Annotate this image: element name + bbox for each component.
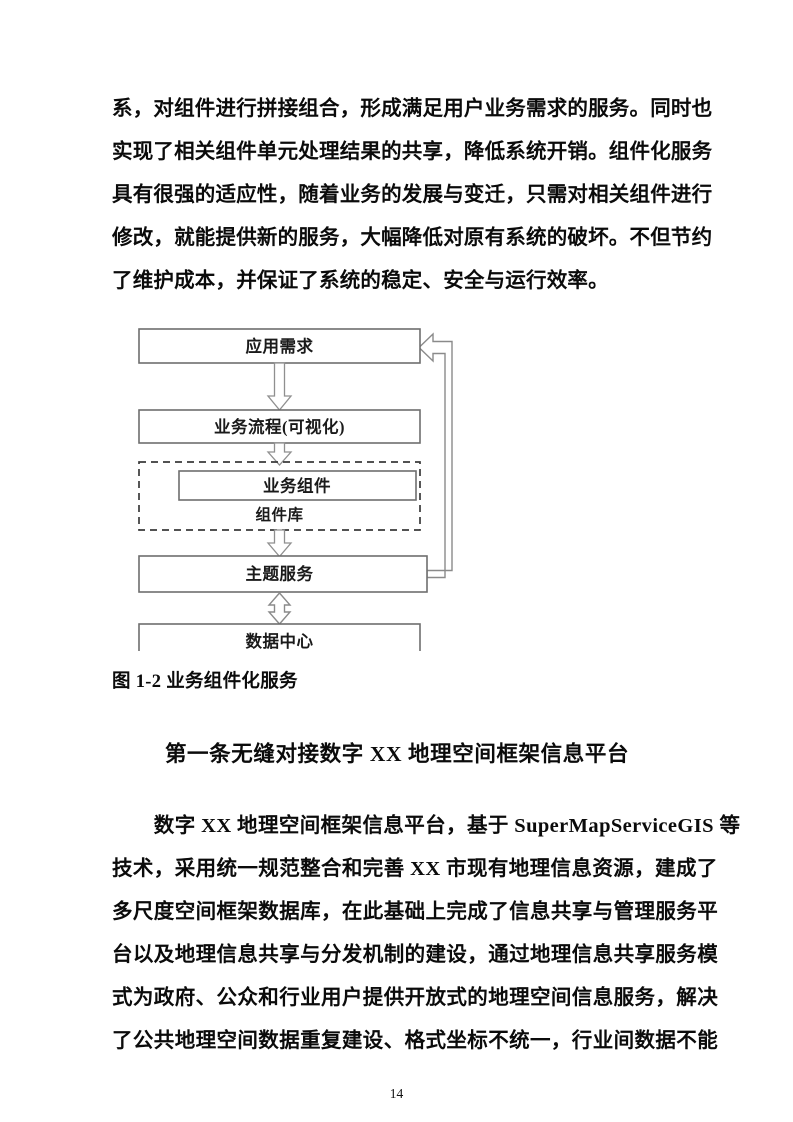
arrow-library-to-service <box>266 529 293 558</box>
paragraph-line: 实现了相关组件单元处理结果的共享，降低系统开销。组件化服务 <box>112 141 713 163</box>
page-number: 14 <box>389 1086 404 1101</box>
node-label: 组件库 <box>255 505 303 524</box>
node-label: 主题服务 <box>246 564 314 584</box>
paragraph-line: 了维护成本，并保证了系统的稳定、安全与运行效率。 <box>112 270 609 292</box>
node-label: 数据中心 <box>246 631 314 651</box>
paragraph-line: 技术，采用统一规范整合和完善 XX 市现有地理信息资源，建成了 <box>112 858 718 880</box>
paragraph-line: 多尺度空间框架数据库，在此基础上完成了信息共享与管理服务平 <box>112 901 719 923</box>
node-business-component: 业务组件 <box>178 470 417 501</box>
paragraph-line: 系，对组件进行拼接组合，形成满足用户业务需求的服务。同时也 <box>112 98 713 120</box>
paragraph-line: 具有很强的适应性，随着业务的发展与变迁，只需对相关组件进行 <box>112 184 713 206</box>
figure-business-componentized-service: .bx { fill:#ffffff; stroke:#6e6e6e; stro… <box>112 321 682 651</box>
section-heading: 第一条无缝对接数字 XX 地理空间框架信息平台 <box>164 742 630 766</box>
arrow-process-to-library <box>266 442 293 466</box>
node-component-library: 业务组件 组件库 <box>138 461 421 531</box>
node-business-process: 业务流程(可视化) <box>138 409 421 444</box>
arrow-service-feedback-to-app <box>417 332 453 579</box>
componentized-service-paragraph: 系，对组件进行拼接组合，形成满足用户业务需求的服务。同时也 实现了相关组件单元处… <box>112 88 713 303</box>
node-label: 应用需求 <box>246 336 314 356</box>
paragraph-line: 数字 XX 地理空间框架信息平台，基于 SuperMapServiceGIS 等 <box>112 815 741 837</box>
paragraph-line: 了公共地理空间数据重复建设、格式坐标不统一，行业间数据不能 <box>112 1030 719 1052</box>
arrow-app-to-process <box>266 362 293 412</box>
paragraph-line: 修改，就能提供新的服务，大幅降低对原有系统的破坏。不但节约 <box>112 227 713 249</box>
node-app-requirements: 应用需求 <box>138 328 421 364</box>
paragraph-line: 台以及地理信息共享与分发机制的建设，通过地理信息共享服务模 <box>112 944 719 966</box>
node-thematic-service: 主题服务 <box>138 555 428 593</box>
node-label: 业务组件 <box>263 476 331 496</box>
arrow-service-datacenter <box>267 591 292 626</box>
digital-platform-paragraph: 数字 XX 地理空间框架信息平台，基于 SuperMapServiceGIS 等… <box>112 805 741 1063</box>
node-data-center: 数据中心 <box>138 623 421 651</box>
flow-diagram: .bx { fill:#ffffff; stroke:#6e6e6e; stro… <box>134 321 482 651</box>
node-label: 业务流程(可视化) <box>214 417 345 437</box>
paragraph-line: 式为政府、公众和行业用户提供开放式的地理空间信息服务，解决 <box>112 987 719 1009</box>
page-content: 系，对组件进行拼接组合，形成满足用户业务需求的服务。同时也 实现了相关组件单元处… <box>112 88 741 1063</box>
figure-caption: 图 1-2 业务组件化服务 <box>112 672 298 692</box>
